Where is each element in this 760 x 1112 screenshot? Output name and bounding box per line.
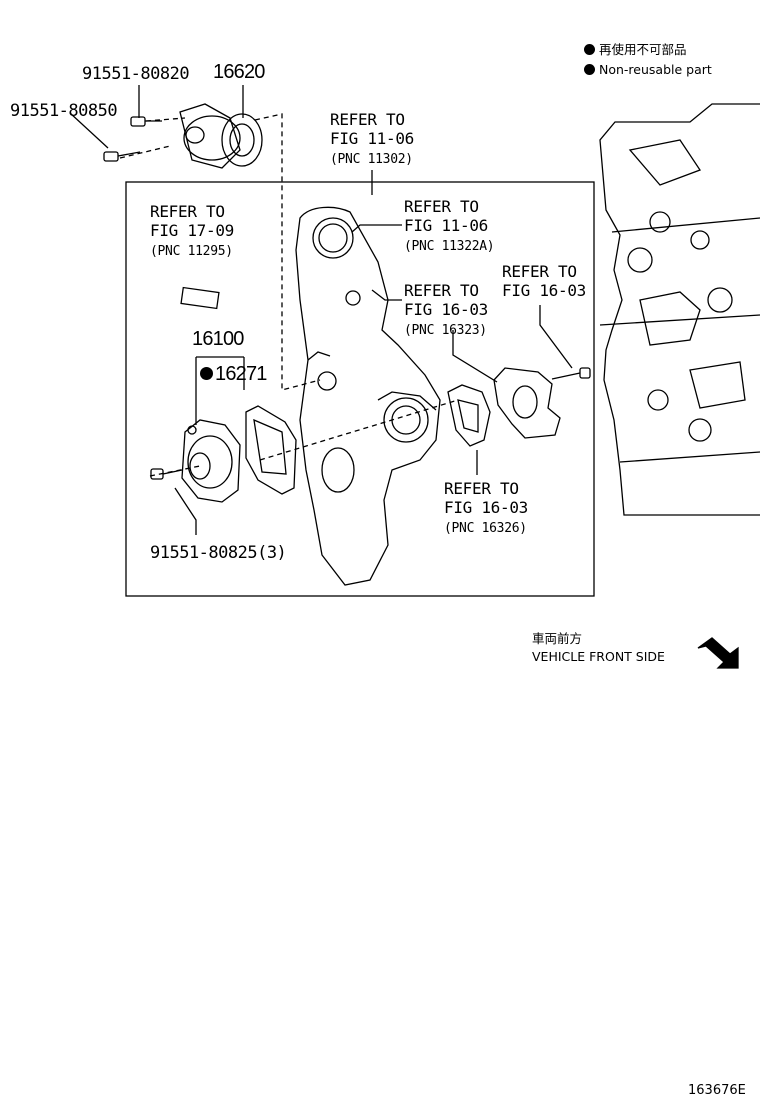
part-label-pump-bolt: 91551-80825(3) bbox=[150, 543, 287, 563]
inlet-gasket-shape bbox=[447, 384, 491, 447]
seal-strip bbox=[180, 286, 220, 310]
front-label-en: VEHICLE FRONT SIDE bbox=[532, 649, 665, 664]
non-reusable-bullet-icon bbox=[584, 64, 595, 75]
timing-cover-shape bbox=[295, 206, 441, 586]
figure-id: 163676E bbox=[688, 1083, 746, 1098]
bolt-shapes bbox=[103, 116, 591, 480]
part-label-bolt-left: 91551-80850 bbox=[10, 101, 118, 121]
non-reusable-mark-icon bbox=[200, 367, 213, 380]
front-arrow-shape bbox=[697, 637, 739, 669]
non-reusable-bullet-icon bbox=[584, 44, 595, 55]
part-label-tensioner: 16620 bbox=[213, 61, 265, 83]
engine-block-shape bbox=[599, 103, 760, 516]
gasket-shape bbox=[245, 405, 297, 495]
water-pump-shape bbox=[181, 419, 241, 503]
part-label-gasket: 16271 bbox=[200, 364, 267, 384]
inlet-housing-shape bbox=[493, 367, 561, 439]
part-label-bolt-top: 91551-80820 bbox=[82, 64, 190, 84]
front-label-jp: 車両前方 bbox=[532, 631, 583, 646]
belt-tensioner-shape bbox=[179, 103, 263, 169]
legend-en: Non-reusable part bbox=[584, 62, 712, 77]
part-label-pump-assy: 16100 bbox=[192, 328, 244, 350]
legend-jp: 再使用不可部品 bbox=[584, 42, 687, 57]
assembly-frame bbox=[125, 181, 595, 597]
